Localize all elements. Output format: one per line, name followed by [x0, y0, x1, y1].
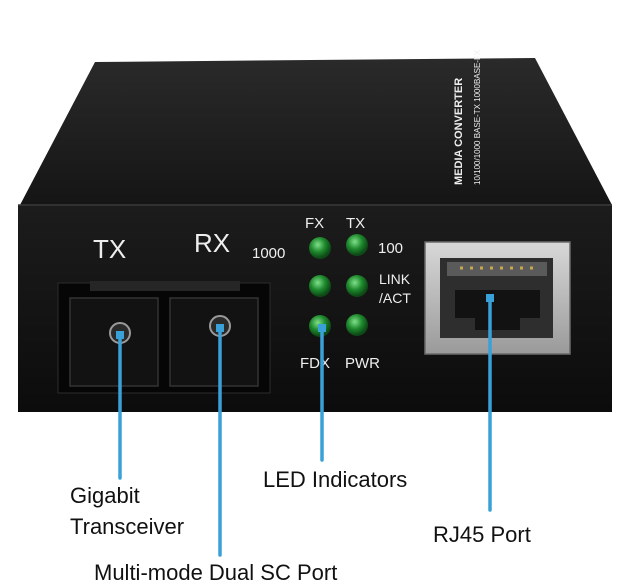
led-label-100: 100 [378, 240, 403, 257]
led-label-tx: TX [346, 215, 365, 232]
top-label-main: MEDIA CONVERTER [453, 78, 465, 185]
callout-rj45-port: RJ45 Port [433, 522, 531, 547]
led-label-fdx: FDX [300, 355, 330, 372]
callout-gigabit-transceiver: Gigabit Transceiver [70, 480, 184, 542]
led-label-pwr: PWR [345, 355, 380, 372]
top-label-sub: 10/100/1000 BASE-TX 1000BASE-FX [473, 49, 482, 185]
sc-port-rx [169, 297, 259, 387]
led-label-link: LINK [379, 271, 411, 287]
callout-dots [116, 294, 494, 339]
led-pwr [346, 314, 368, 336]
port-tx-label: TX [93, 234, 126, 264]
callout-lines [118, 296, 492, 557]
led-label-1000: 1000 [252, 245, 285, 262]
led-label-fx: FX [305, 215, 324, 232]
sc-duplex-port [57, 281, 271, 394]
led-label-act: /ACT [379, 290, 411, 306]
led-fx-1000 [309, 237, 331, 259]
port-rx-label: RX [194, 228, 230, 258]
callout-gigabit-line1: Gigabit [70, 483, 140, 508]
led-tx-100 [346, 234, 368, 256]
callout-led-indicators: LED Indicators [263, 467, 408, 492]
device-top-label: MEDIA CONVERTER 10/100/1000 BASE-TX 1000… [453, 49, 482, 185]
device-top-surface [20, 58, 612, 205]
callout-gigabit-line2: Transceiver [70, 514, 185, 539]
rj45-port [424, 241, 571, 355]
led-fx-link [309, 275, 331, 297]
callout-sc-port: Multi-mode Dual SC Port [94, 560, 338, 585]
led-tx-link-act [346, 275, 368, 297]
